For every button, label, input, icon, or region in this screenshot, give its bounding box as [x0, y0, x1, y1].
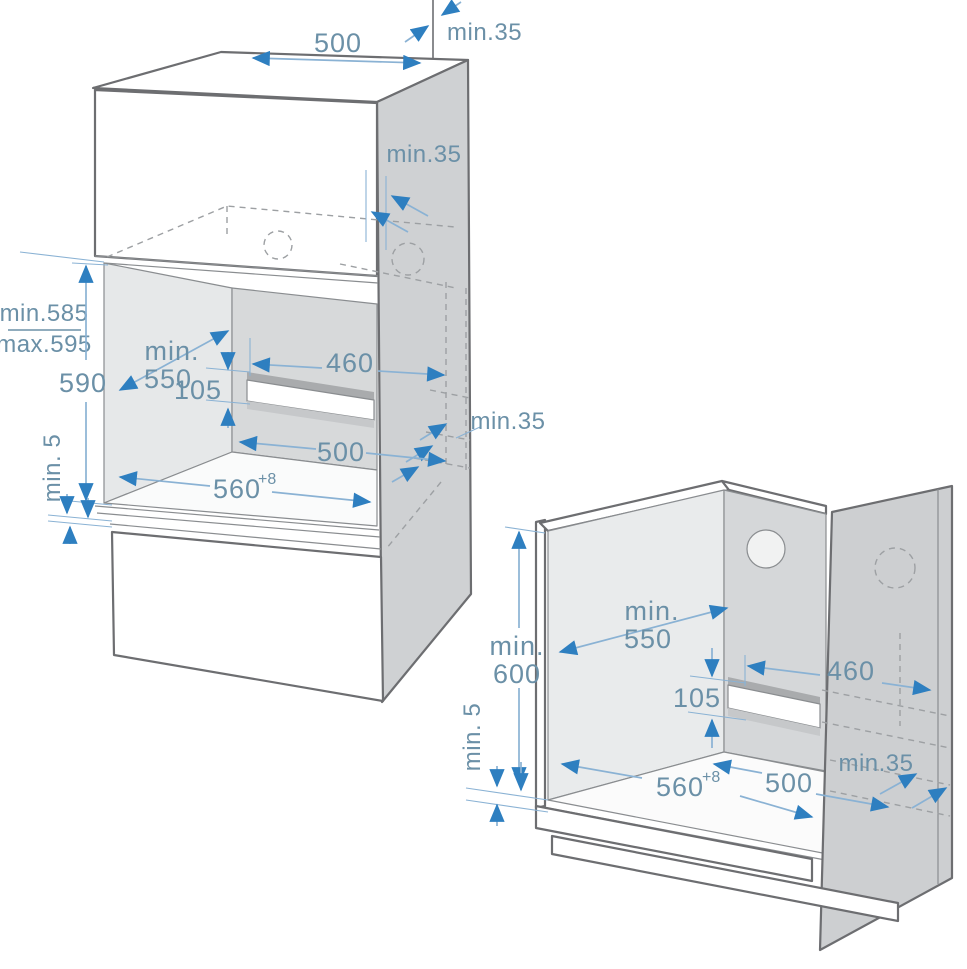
plinth-lower [550, 834, 900, 923]
dim-label: 460 [326, 348, 374, 378]
dim-label: min.35 [386, 141, 461, 168]
dim-label-prefix: min. [489, 631, 544, 661]
dim-left-rear-gap: min.35 [365, 141, 461, 250]
vent-slot-sill [247, 401, 374, 428]
dim-label-tolerance: +8 [258, 471, 276, 488]
dim-label: 560 [656, 772, 704, 802]
right-view: min. 550 min. 600 min. 5 105 [459, 479, 954, 952]
dim-label: 590 [59, 368, 107, 398]
dim-label-min: min.585 [0, 300, 88, 327]
dim-left-depth: min. 550 [118, 330, 230, 394]
dim-label: min.35 [470, 408, 545, 435]
side-vent-hole-dashed [391, 242, 425, 276]
dim-right-slot-offset: 500 [712, 759, 890, 812]
dim-right-height: min. 600 [489, 526, 546, 786]
cabinet-front-lower [110, 530, 385, 703]
dim-label-prefix: min. [624, 596, 679, 626]
cabinet-right-panel [818, 484, 954, 952]
dim-label-tolerance: +8 [702, 769, 720, 786]
dim-label-max: max.595 [0, 331, 92, 358]
dim-left-side-rear-gap: min.35 [391, 408, 545, 483]
dim-label: min.35 [838, 750, 913, 777]
dim-left-bottom-clearance: min. 5 [39, 434, 113, 544]
dim-label: 105 [174, 375, 222, 405]
vent-slot-top [247, 372, 374, 400]
dim-left-top-width: 500 [251, 28, 422, 71]
dim-label: min.35 [447, 19, 522, 46]
plinth-upper [534, 804, 814, 883]
dim-label-value: 550 [624, 624, 672, 654]
dim-left-slot-offset: 500 [238, 435, 447, 467]
dim-label: 105 [673, 683, 721, 713]
dim-right-slot-height: 105 [673, 648, 747, 748]
dim-right-rear-gap: min.35 [838, 750, 948, 809]
dim-label: min. 5 [39, 434, 66, 502]
dim-left-niche-width: 560 +8 [118, 471, 372, 508]
niche-floor [103, 451, 378, 527]
dim-right-slot-width: 460 [744, 655, 932, 696]
vent-slot-top [728, 677, 820, 704]
right-cabinet-drawing [534, 479, 954, 952]
dim-right-depth: min. 550 [558, 596, 729, 656]
cabinet-side-panel [375, 58, 473, 704]
dim-label: 500 [765, 768, 813, 798]
dim-label-value: 600 [493, 659, 541, 689]
dim-label: 560 [213, 474, 261, 504]
side-vent-hole-dashed [874, 547, 916, 589]
vent-hole-dashed [263, 230, 293, 260]
dim-label-value: 550 [144, 364, 192, 394]
vent-hole [746, 529, 786, 569]
dim-label: min. 5 [459, 703, 486, 771]
dim-label: 500 [317, 437, 365, 467]
cabinet-left-panel-edge [534, 518, 547, 810]
dim-left-niche-height: min.585 max.595 [0, 300, 92, 358]
dim-left-appliance-height: 590 [19, 251, 113, 506]
cabinet-front-upper [93, 88, 379, 278]
vent-slot-sill [728, 708, 820, 736]
dim-left-slot-height: 105 [174, 352, 251, 428]
dim-right-bottom-clearance: min. 5 [459, 703, 549, 826]
dim-label: 460 [827, 656, 875, 686]
dim-label-prefix: min. [144, 336, 199, 366]
dim-left-top-wall-gap: min.35 [404, 0, 522, 46]
dim-left-slot-width: 460 [249, 338, 446, 382]
left-view: 500 min.35 min.35 min.585 max.595 [0, 0, 545, 704]
dim-label: 500 [314, 28, 362, 58]
